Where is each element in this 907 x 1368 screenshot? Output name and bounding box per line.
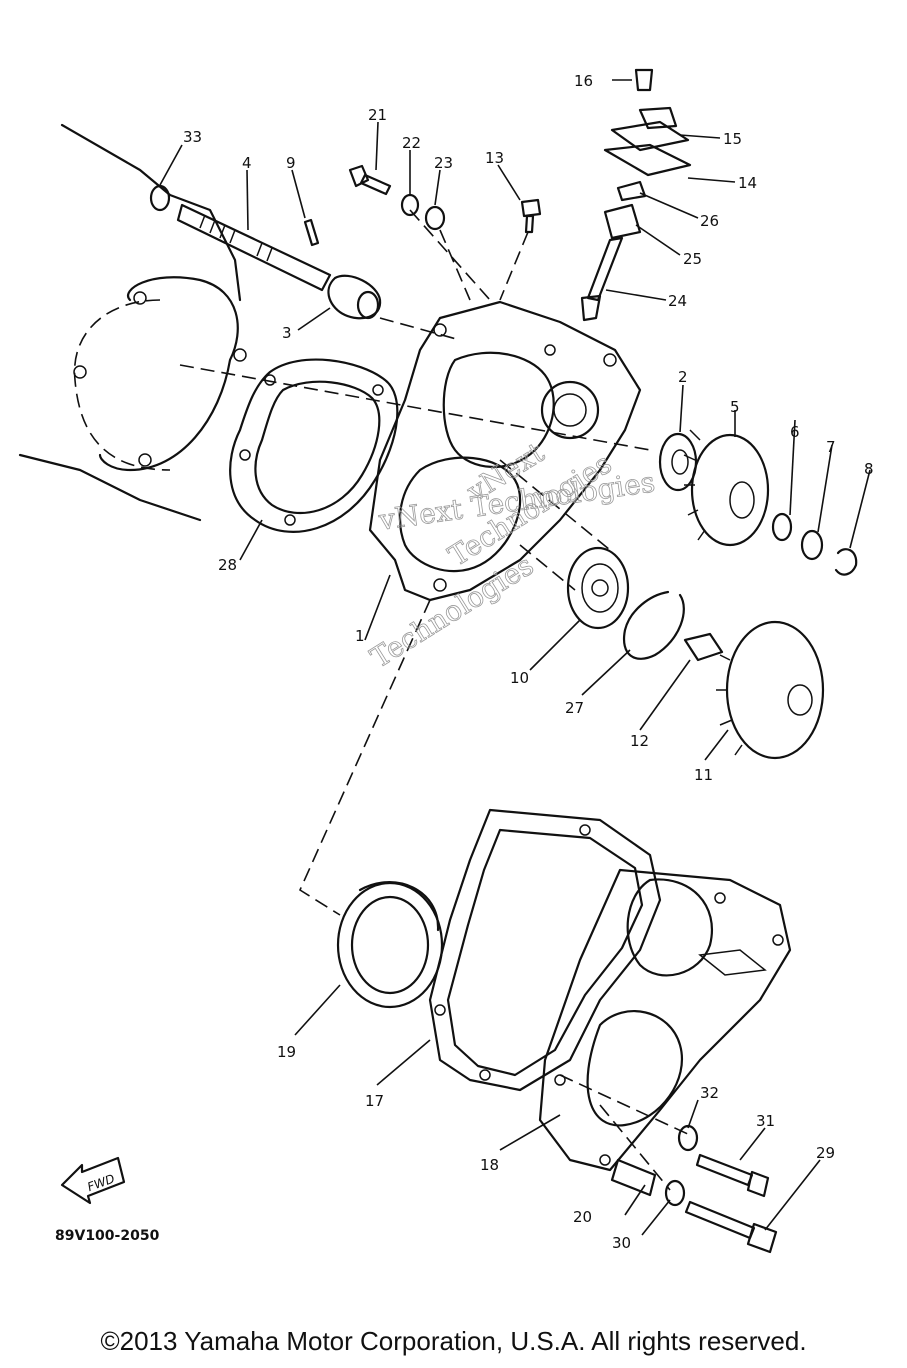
gasket-28 bbox=[229, 358, 399, 533]
callout-18: 18 bbox=[480, 1156, 499, 1174]
callout-10: 10 bbox=[510, 669, 529, 687]
watermark-diagonal: vNext Technologies Technologies bbox=[364, 435, 617, 675]
callout-11: 11 bbox=[694, 766, 713, 784]
callout-31: 31 bbox=[756, 1112, 775, 1130]
callout-2: 2 bbox=[678, 368, 688, 386]
callout-14: 14 bbox=[738, 174, 757, 192]
shaft-assembly bbox=[149, 184, 382, 320]
callout-5: 5 bbox=[730, 398, 740, 416]
fwd-arrow: FWD bbox=[60, 1156, 126, 1205]
callout-9: 9 bbox=[286, 154, 296, 172]
callout-28: 28 bbox=[218, 556, 237, 574]
callout-23: 23 bbox=[434, 154, 453, 172]
housing-1 bbox=[368, 300, 642, 602]
alignment-lines bbox=[179, 209, 691, 1191]
callout-3: 3 bbox=[282, 324, 292, 342]
callout-32: 32 bbox=[700, 1084, 719, 1102]
callout-15: 15 bbox=[723, 130, 742, 148]
leader-lines bbox=[159, 79, 871, 1236]
callout-16: 16 bbox=[574, 72, 593, 90]
cover-18 bbox=[538, 868, 792, 1172]
callout-33: 33 bbox=[183, 128, 202, 146]
copyright-notice: ©2013 Yamaha Motor Corporation, U.S.A. A… bbox=[100, 1326, 807, 1356]
drive-gear-top bbox=[580, 68, 692, 322]
callout-1: 1 bbox=[355, 627, 365, 645]
callout-25: 25 bbox=[683, 250, 702, 268]
callout-29: 29 bbox=[816, 1144, 835, 1162]
callout-19: 19 bbox=[277, 1043, 296, 1061]
bolts-top bbox=[348, 164, 542, 234]
callout-6: 6 bbox=[790, 423, 800, 441]
callout-24: 24 bbox=[668, 292, 687, 310]
callout-27: 27 bbox=[565, 699, 584, 717]
callout-22: 22 bbox=[402, 134, 421, 152]
engine-case-outline bbox=[18, 123, 247, 522]
upper-gear-set bbox=[658, 429, 858, 576]
callout-4: 4 bbox=[242, 154, 252, 172]
callout-21: 21 bbox=[368, 106, 387, 124]
callout-26: 26 bbox=[700, 212, 719, 230]
gasket-17 bbox=[428, 808, 662, 1092]
callout-20: 20 bbox=[573, 1208, 592, 1226]
callout-12: 12 bbox=[630, 732, 649, 750]
callout-17: 17 bbox=[365, 1092, 384, 1110]
watermark-line: Technologies bbox=[365, 548, 540, 674]
callout-8: 8 bbox=[864, 460, 874, 478]
lower-gear-set bbox=[566, 546, 825, 760]
exploded-parts-diagram: vNext Technologies vNext Technologies Te… bbox=[18, 68, 874, 1254]
oil-seal-19 bbox=[336, 881, 444, 1009]
callout-labels: 33 4 9 3 21 22 23 13 16 15 14 26 25 24 2… bbox=[183, 72, 874, 1252]
callout-7: 7 bbox=[826, 438, 836, 456]
callout-13: 13 bbox=[485, 149, 504, 167]
diagram-reference-code: 89V100-2050 bbox=[55, 1228, 160, 1244]
callout-30: 30 bbox=[612, 1234, 631, 1252]
